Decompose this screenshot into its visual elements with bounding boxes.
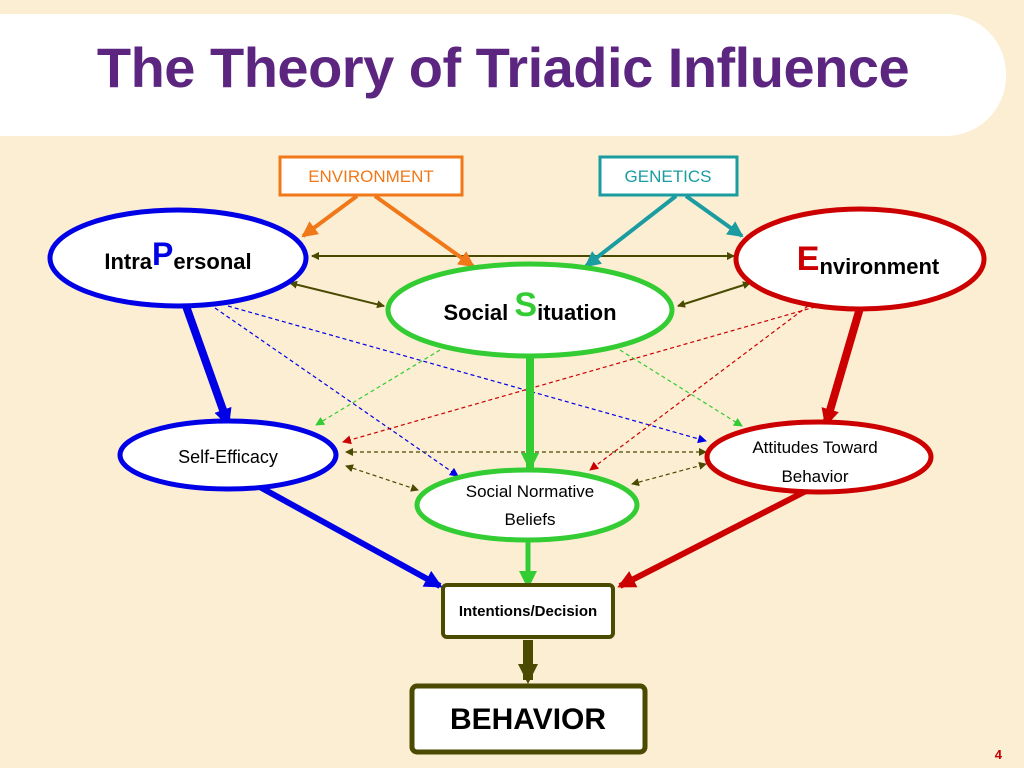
environment-rest: nvironment [819, 254, 939, 279]
social-situation-prefix: Social [443, 300, 514, 325]
intrapersonal-node: IntraPersonal [47, 207, 309, 309]
dashed-green-to-self-efficacy [315, 349, 441, 426]
arrow-genetics-to-environment [684, 194, 744, 238]
main-streams [182, 304, 864, 684]
arrow-environment-to-intrapersonal [301, 194, 359, 238]
genetics-source-box: GENETICS [598, 155, 739, 197]
dashed-red-to-social-normative [589, 305, 809, 471]
stream-intrapersonal-to-self-efficacy [182, 304, 232, 427]
arrow-intrapersonal-social-situation [289, 280, 385, 309]
intentions-box: Intentions/Decision [441, 583, 615, 639]
dashed-blue-to-attitudes [227, 305, 707, 444]
stream-self-efficacy-to-intentions [256, 483, 443, 589]
genetics-source-label: GENETICS [625, 167, 712, 186]
environment-initial: E [797, 240, 820, 278]
environment-source-box: ENVIRONMENT [278, 155, 464, 197]
stream-attitudes-to-intentions [617, 487, 810, 589]
top-level-connections [289, 252, 751, 309]
arrow-social-situation-environment [677, 281, 751, 308]
title-bar [0, 14, 1006, 136]
dashed-self-efficacy-social-normative [345, 464, 419, 492]
social-normative-line1: Social Normative [466, 482, 595, 501]
arrow-environment-to-social-situation [373, 194, 475, 268]
intrapersonal-initial: P [152, 236, 173, 272]
social-normative-node: Social Normative Beliefs [414, 467, 640, 543]
environment-source-label: ENVIRONMENT [308, 167, 434, 186]
social-normative-line2: Beliefs [504, 510, 555, 529]
page-title: The Theory of Triadic Influence [96, 36, 910, 99]
attitudes-line1: Attitudes Toward [752, 438, 877, 457]
svg-text:Environment: Environment [797, 240, 940, 279]
source-arrows [301, 194, 744, 268]
attitudes-node: Attitudes Toward Behavior [704, 419, 934, 495]
social-situation-rest: ituation [537, 300, 616, 325]
attitudes-line2: Behavior [781, 467, 848, 486]
svg-text:IntraPersonal: IntraPersonal [104, 236, 251, 274]
stream-environment-to-attitudes [821, 306, 864, 427]
intentions-label: Intentions/Decision [459, 603, 597, 620]
dashed-influence-lines [214, 304, 823, 492]
slide-number: 4 [994, 747, 1002, 762]
social-situation-initial: S [514, 286, 537, 324]
dashed-green-to-attitudes [619, 349, 743, 427]
behavior-box: BEHAVIOR [409, 683, 648, 755]
svg-text:Social Situation: Social Situation [443, 286, 616, 325]
social-situation-node: Social Situation [385, 261, 675, 359]
self-efficacy-label: Self-Efficacy [178, 447, 278, 467]
dashed-social-normative-attitudes [631, 461, 707, 487]
intrapersonal-prefix: Intra [104, 249, 152, 274]
self-efficacy-node: Self-Efficacy [117, 418, 339, 492]
dashed-red-to-self-efficacy [342, 304, 823, 445]
environment-node: Environment [733, 206, 987, 312]
intrapersonal-rest: ersonal [173, 249, 251, 274]
behavior-label: BEHAVIOR [450, 703, 606, 736]
arrow-genetics-to-social-situation [584, 194, 678, 268]
